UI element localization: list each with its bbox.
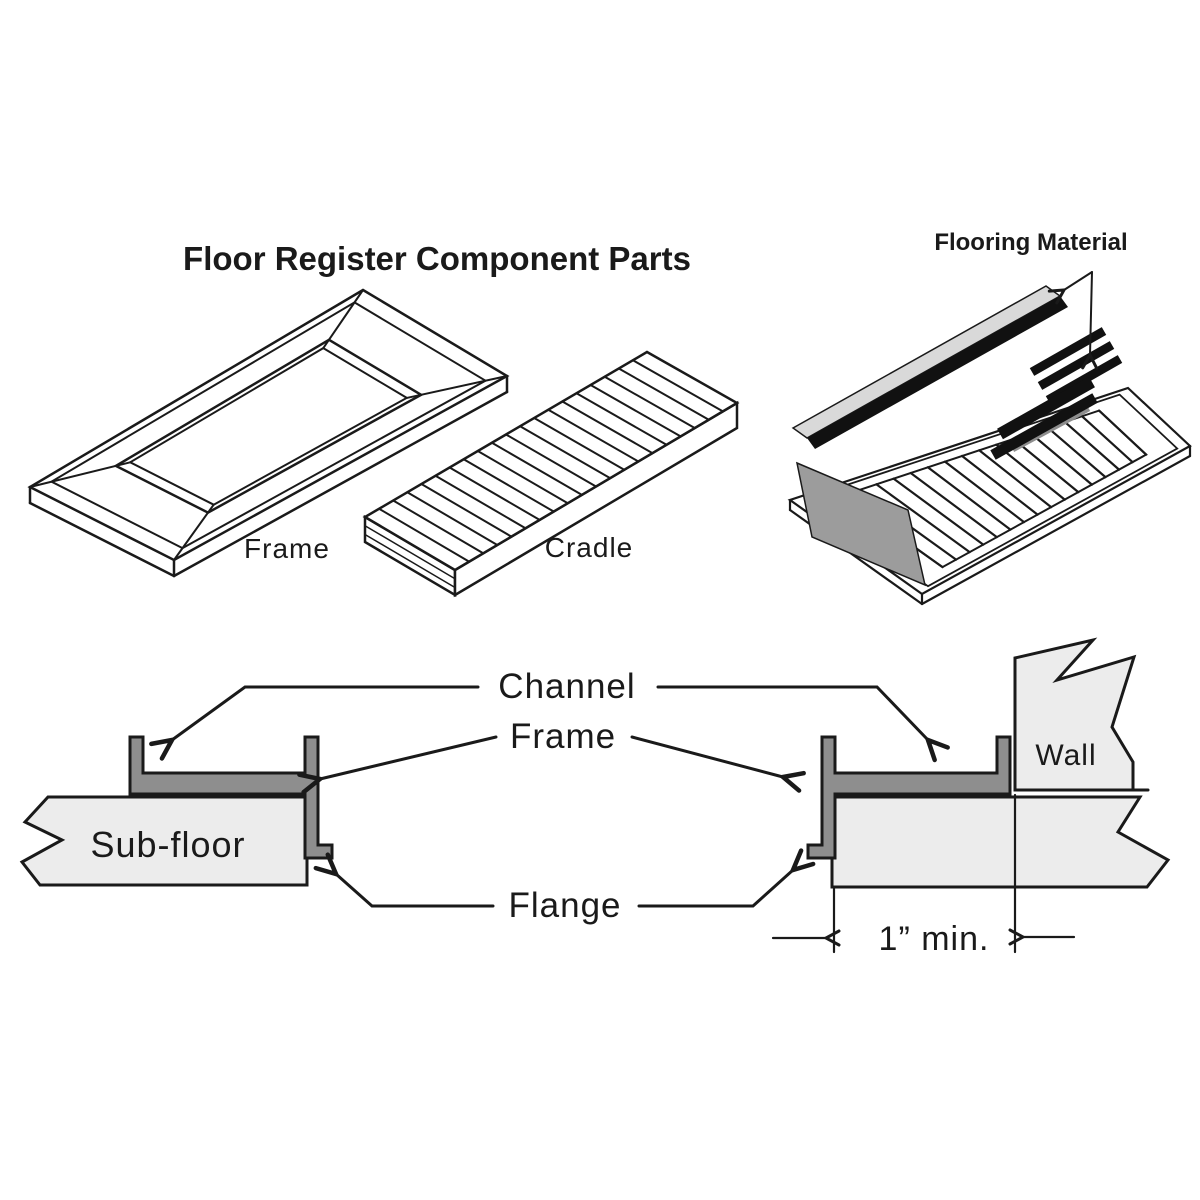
channel-label: Channel (498, 667, 636, 706)
frame-leader-right (630, 735, 783, 777)
frame-cross-section-label: Frame (509, 717, 617, 756)
cradle-isometric-drawing (362, 350, 740, 598)
assembly-isometric-drawing (787, 271, 1192, 606)
right-floor-block (830, 795, 1171, 889)
cross-section-drawing (19, 637, 1171, 954)
frame-leader-left (320, 735, 498, 779)
channel-leader-left (172, 685, 480, 740)
page-title: Floor Register Component Parts (183, 240, 691, 277)
channel-leader-right (656, 685, 928, 740)
cradle-part-label: Cradle (544, 532, 634, 563)
flooring-material-label: Flooring Material (934, 229, 1128, 256)
subfloor-label: Sub-floor (90, 824, 246, 865)
flange-leader-right (637, 870, 793, 908)
flange-label: Flange (508, 886, 622, 925)
wall-label: Wall (1035, 739, 1097, 772)
frame-isometric-drawing (27, 288, 510, 578)
flange-leader-left (336, 874, 495, 908)
frame-part-label: Frame (244, 533, 330, 564)
min-dimension-label: 1” min. (878, 920, 990, 958)
right-channel-profile (806, 735, 1012, 860)
